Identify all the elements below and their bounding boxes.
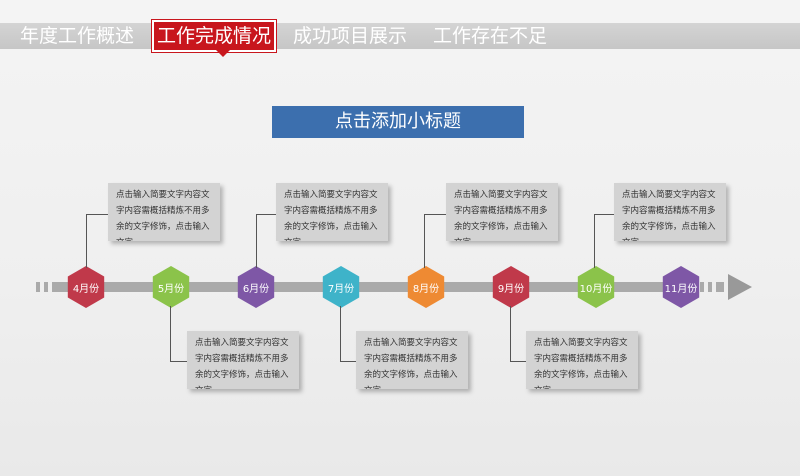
month-hexagon <box>407 266 445 308</box>
month-label: 5月份 <box>157 284 185 295</box>
top-nav-bar <box>0 23 800 49</box>
active-tab-pointer <box>216 50 230 57</box>
connector-line <box>424 214 425 268</box>
tab-project-showcase[interactable]: 成功项目展示 <box>293 25 408 47</box>
month-label: 8月份 <box>412 284 440 295</box>
tab-shortcomings[interactable]: 工作存在不足 <box>433 25 548 47</box>
note-box-bottom-2[interactable]: 点击输入简要文字内容文字内容需概括精炼不用多余的文字修饰，点击输入文字。 <box>356 331 468 389</box>
connector-line <box>86 214 108 215</box>
month-label: 11月份 <box>664 284 698 295</box>
connector-line <box>340 361 356 362</box>
axis-bar <box>62 282 698 292</box>
connector-line <box>510 306 511 361</box>
connector-line <box>594 214 595 268</box>
month-hexagon <box>67 266 105 308</box>
axis-arrow-head <box>728 274 752 300</box>
month-hexagon <box>492 266 530 308</box>
month-label: 7月份 <box>327 284 355 295</box>
note-box-top-3[interactable]: 点击输入简要文字内容文字内容需概括精炼不用多余的文字修饰，点击输入文字。 <box>446 183 558 241</box>
note-box-bottom-1[interactable]: 点击输入简要文字内容文字内容需概括精炼不用多余的文字修饰，点击输入文字。 <box>187 331 299 389</box>
note-box-top-2[interactable]: 点击输入简要文字内容文字内容需概括精炼不用多余的文字修饰，点击输入文字。 <box>276 183 388 241</box>
tab-annual-overview[interactable]: 年度工作概述 <box>20 25 135 47</box>
month-hexagon <box>662 266 700 308</box>
month-hexagon <box>577 266 615 308</box>
connector-line <box>86 214 87 268</box>
connector-line <box>170 361 187 362</box>
month-hexagon <box>152 266 190 308</box>
note-box-top-1[interactable]: 点击输入简要文字内容文字内容需概括精炼不用多余的文字修饰，点击输入文字。 <box>108 183 220 241</box>
connector-line <box>170 306 171 361</box>
month-label: 10月份 <box>579 284 613 295</box>
month-hexagon <box>322 266 360 308</box>
connector-line <box>510 361 526 362</box>
connector-line <box>256 214 257 268</box>
note-box-bottom-3[interactable]: 点击输入简要文字内容文字内容需概括精炼不用多余的文字修饰，点击输入文字。 <box>526 331 638 389</box>
tab-work-completion[interactable]: 工作完成情况 <box>152 20 277 52</box>
axis-dashes <box>36 282 724 292</box>
connector-line <box>594 214 614 215</box>
connector-line <box>256 214 276 215</box>
month-label: 9月份 <box>497 284 525 295</box>
month-label: 4月份 <box>72 284 100 295</box>
month-label: 6月份 <box>242 284 270 295</box>
note-box-top-4[interactable]: 点击输入简要文字内容文字内容需概括精炼不用多余的文字修饰，点击输入文字。 <box>614 183 726 241</box>
month-hexagon <box>237 266 275 308</box>
subtitle-banner[interactable]: 点击添加小标题 <box>272 106 524 138</box>
connector-line <box>340 306 341 361</box>
connector-line <box>424 214 446 215</box>
